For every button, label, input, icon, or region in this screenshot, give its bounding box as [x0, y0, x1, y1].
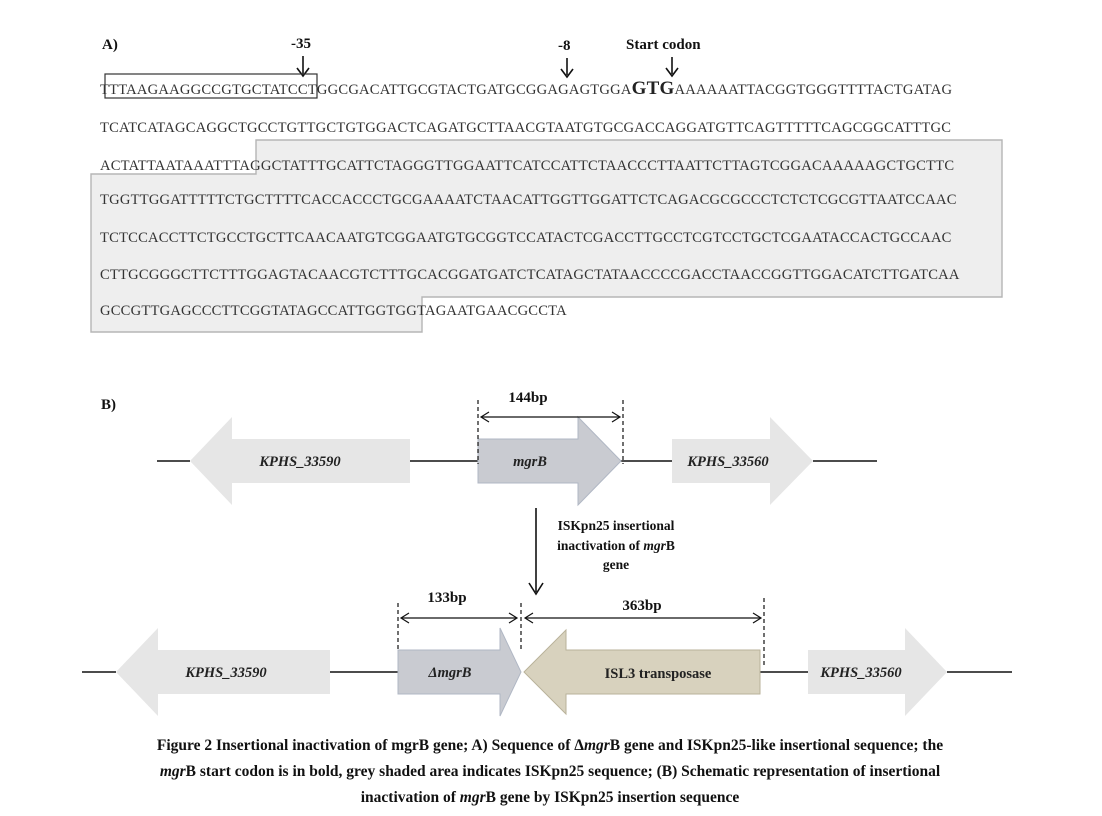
sequence-line-1: TTTAAGAAGGCCGTGCTATCCTGGCGACATTGCGTACTGA… — [100, 78, 952, 100]
panel-b-schematic: KPHS_33590 mgrB KPHS_33560 144bp ISKpn25… — [82, 390, 1012, 717]
minus35-box — [104, 73, 318, 99]
caption-line-1: Figure 2 Insertional inactivation of mgr… — [60, 733, 1040, 759]
sequence-line-4: TGGTTGGATTTTTCTGCTTTTCACCACCCTGCGAAAATCT… — [100, 192, 957, 208]
start-codon-down-arrow — [665, 57, 679, 78]
panel-a-marker-arrows — [90, 56, 1003, 333]
top-144bp-label: 144bp — [508, 390, 547, 406]
bottom-delta-mgrb-arrow — [397, 627, 522, 717]
bottom-kphs33560-gene-arrow — [808, 628, 947, 716]
minus35-marker-label: -35 — [291, 36, 311, 52]
insertion-note-line2-italic: mgr — [643, 538, 666, 553]
bottom-kphs33560-label: KPHS_33560 — [819, 665, 901, 681]
top-144bp-dimension — [477, 400, 624, 464]
caption-l1a: Figure 2 Insertional inactivation of mgr… — [156, 737, 584, 754]
isl3-transposase-label: ISL3 transposase — [605, 666, 712, 682]
insertion-note-line2: inactivation of mgrB — [557, 538, 675, 553]
top-kphs33590-label: KPHS_33590 — [258, 454, 340, 470]
insertion-down-arrow — [528, 508, 544, 596]
sequence-line-6: CTTGCGGGCTTCTTTGGAGTACAACGTCTTTGCACGGATG… — [100, 267, 960, 283]
top-mgrb-label: mgrB — [513, 454, 547, 470]
start-codon-label: Start codon — [626, 37, 701, 53]
top-mgrb-gene-arrow — [477, 415, 622, 507]
top-kphs33560-gene-arrow — [672, 417, 813, 505]
minus8-down-arrow — [560, 58, 574, 79]
top-kphs33560-label: KPHS_33560 — [686, 454, 768, 470]
bottom-133bp-label: 133bp — [427, 590, 466, 606]
isl3-transposase-arrow — [523, 628, 761, 716]
caption-l3a: inactivation of — [360, 789, 460, 806]
caption-l1b: mgr — [583, 737, 610, 754]
bottom-kphs33590-label: KPHS_33590 — [184, 665, 266, 681]
insertion-note-line1: ISKpn25 insertional — [558, 518, 675, 533]
bottom-delta-mgrb-label: ΔmgrB — [428, 665, 472, 681]
insertion-note-line2-post: B — [666, 538, 675, 553]
seq-line1-post: AAAAAATTACGGTGGGTTTTACTGATAG — [674, 82, 953, 98]
start-codon-gtg: GTG — [631, 78, 675, 99]
caption-l2b: B start codon is in bold, grey shaded ar… — [185, 763, 941, 780]
bottom-dimension-lines — [397, 598, 765, 666]
sequence-line-2: TCATCATAGCAGGCTGCCTGTTGCTGTGGACTCAGATGCT… — [100, 120, 952, 136]
iskpn25-shaded-region — [90, 139, 1003, 333]
sequence-line-7: GCCGTTGAGCCCTTCGGTATAGCCATTGGTGGTAGAATGA… — [100, 303, 567, 319]
caption-l2a: mgr — [159, 763, 186, 780]
panel-b-label: B) — [101, 397, 116, 413]
minus35-down-arrow — [296, 56, 310, 78]
caption-l3c: B gene by ISKpn25 insertion sequence — [485, 789, 740, 806]
insertion-note-line2-pre: inactivation of — [557, 538, 643, 553]
panel-a-label: A) — [102, 37, 118, 53]
seq-line1-pre: TTTAAGAAGGCCGTGCTATCCTGGCGACATTGCGTACTGA… — [100, 82, 632, 98]
sequence-line-5: TCTCCACCTTCTGCCTGCTTCAACAATGTCGGAATGTGCG… — [100, 230, 952, 246]
insertion-note-line3: gene — [603, 557, 629, 572]
minus8-marker-label: -8 — [558, 38, 571, 54]
caption-line-2: mgrB start codon is in bold, grey shaded… — [60, 759, 1040, 785]
bottom-kphs33590-gene-arrow — [116, 628, 330, 716]
sequence-line-3: ACTATTAATAAATTTAGGCTATTTGCATTCTAGGGTTGGA… — [100, 158, 955, 174]
caption-line-3: inactivation of mgrB gene by ISKpn25 ins… — [60, 785, 1040, 811]
caption-l3b: mgr — [459, 789, 486, 806]
top-kphs33590-gene-arrow — [190, 417, 410, 505]
figure-caption: Figure 2 Insertional inactivation of mgr… — [60, 733, 1040, 811]
bottom-363bp-label: 363bp — [622, 598, 661, 614]
caption-l1c: B gene and ISKpn25-like insertional sequ… — [609, 737, 944, 754]
